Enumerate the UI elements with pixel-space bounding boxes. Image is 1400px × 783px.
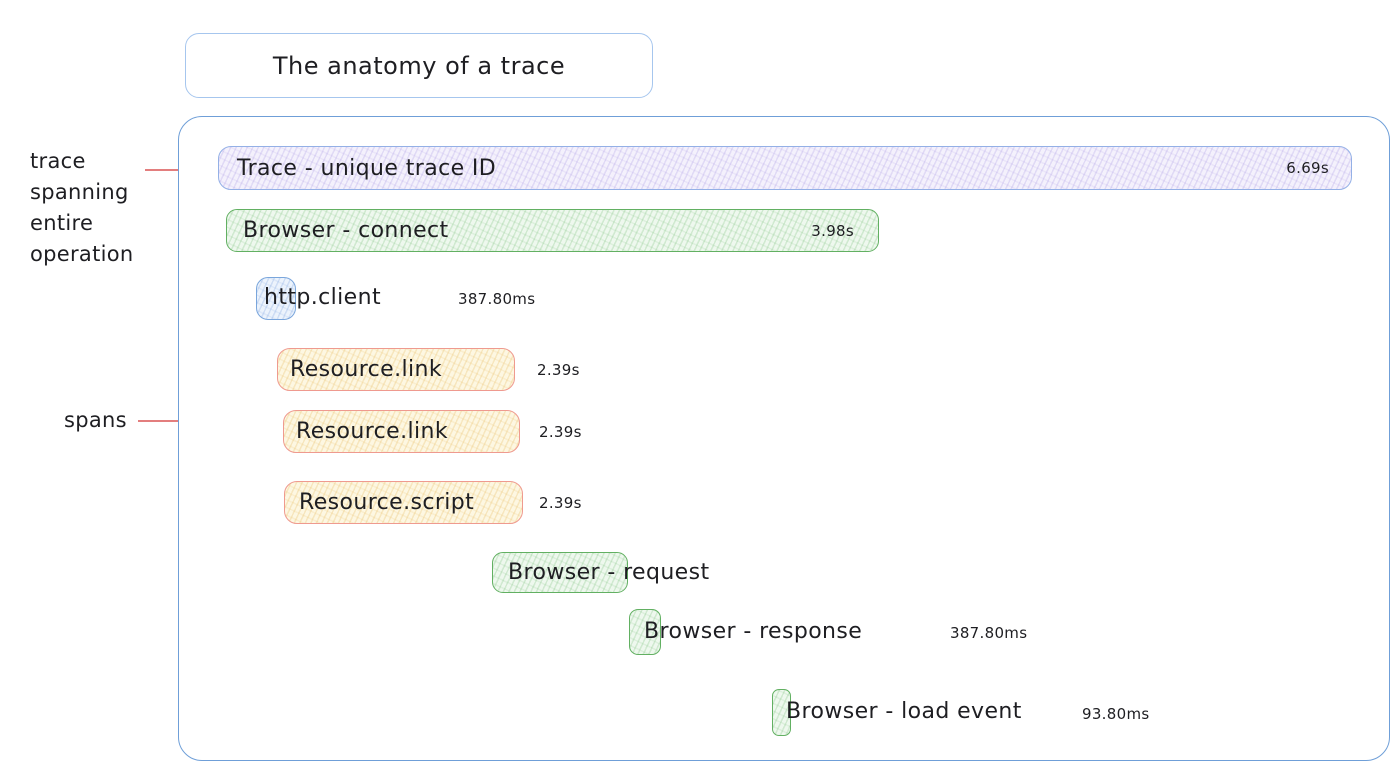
span-duration: 2.39s [539,423,582,441]
span-label: Browser - request [508,560,710,585]
annotation-line: spanning [30,180,129,204]
leader-line-spans [138,420,208,422]
diagram-title: The anatomy of a trace [272,51,566,80]
span-bar-resource-link-2: Resource.link [283,410,520,453]
span-label: Resource.link [296,419,448,444]
span-duration: 93.80ms [1082,705,1150,723]
diagram-title-box: The anatomy of a trace [185,33,653,98]
span-label: http.client [264,285,381,310]
span-bar-resource-script: Resource.script [284,481,523,524]
span-bar-trace: Trace - unique trace ID 6.69s [218,146,1352,190]
span-label: Browser - connect [243,218,449,243]
span-bar-browser-connect: Browser - connect 3.98s [226,209,879,252]
span-duration: 3.98s [811,221,854,240]
leader-line-trace [145,169,208,171]
span-label: Resource.link [290,357,442,382]
span-duration: 6.69s [1286,159,1329,177]
span-label: Browser - load event [786,699,1022,724]
span-label: Trace - unique trace ID [237,155,497,181]
annotation-line: trace [30,149,86,173]
span-bar-browser-load-event [772,689,791,736]
span-label: Browser - response [644,619,863,644]
annotation-line: entire [30,211,94,235]
span-duration: 387.80ms [458,290,536,308]
span-duration: 2.39s [539,494,582,512]
annotation-line: operation [30,242,134,266]
span-bar-browser-request [492,552,628,593]
span-duration: 2.39s [537,361,580,379]
span-bar-browser-response [629,609,661,655]
annotation-spans: spans [64,408,127,432]
span-label: Resource.script [299,490,475,515]
span-duration: 387.80ms [950,624,1028,642]
span-bar-http-client [256,277,296,320]
span-bar-resource-link-1: Resource.link [277,348,515,391]
annotation-trace-spanning: trace spanning entire operation [30,146,134,270]
